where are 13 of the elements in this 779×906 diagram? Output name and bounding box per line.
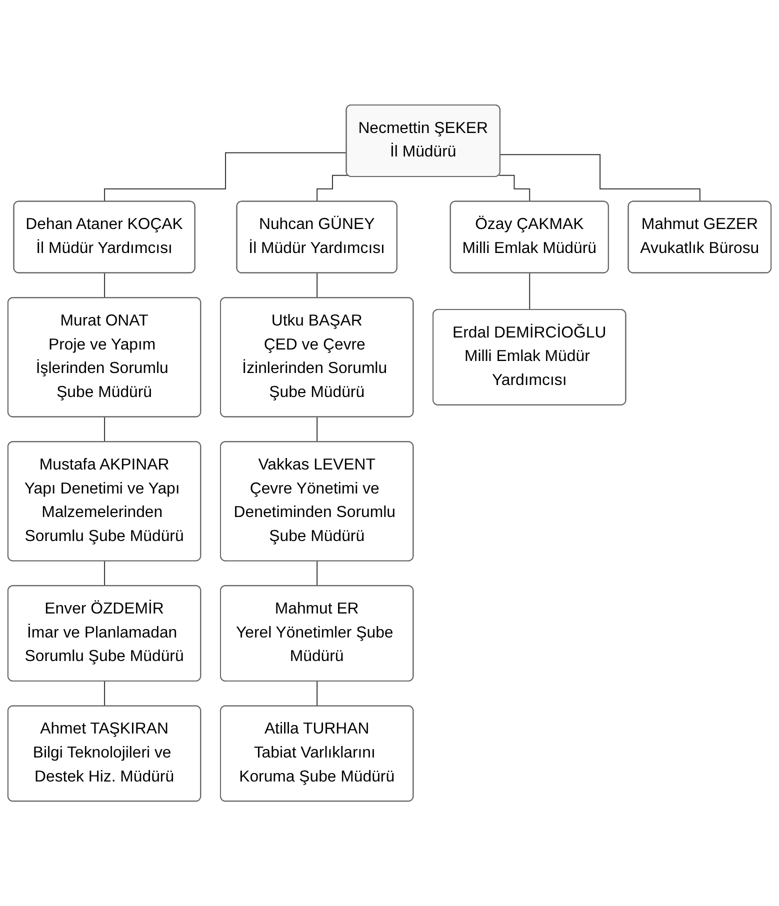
connector bbox=[498, 174, 530, 202]
connector bbox=[104, 272, 106, 299]
connector bbox=[316, 272, 318, 299]
connector bbox=[104, 152, 348, 202]
connector bbox=[104, 416, 106, 443]
connector bbox=[104, 560, 106, 587]
connector bbox=[316, 680, 318, 707]
connector bbox=[316, 560, 318, 587]
connector bbox=[316, 174, 349, 202]
connector bbox=[500, 154, 701, 202]
connector bbox=[529, 272, 530, 310]
connector bbox=[104, 680, 106, 707]
connector bbox=[316, 416, 318, 443]
